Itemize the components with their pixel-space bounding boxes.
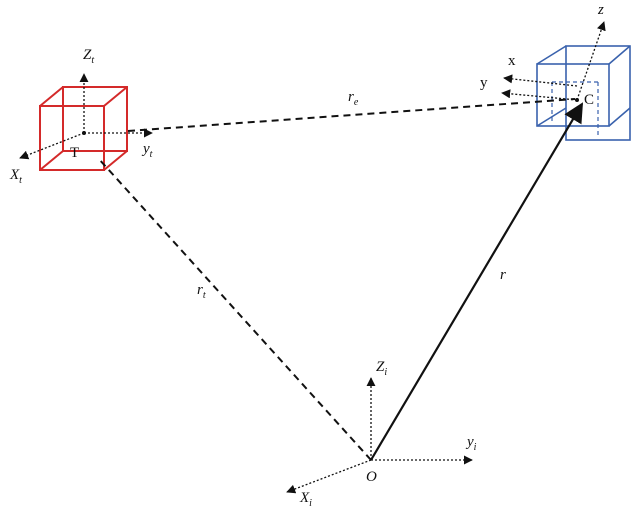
label-chaser-point: C [584,92,594,108]
label-inertial-z-main: Z [376,359,385,375]
target-cube-hidden-edges [39,87,127,171]
label-chaser-y: y [480,75,488,91]
label-inertial-y: yi [465,434,477,453]
label-r-e-sub: e [354,97,359,108]
label-inertial-x: Xi [299,490,312,509]
chaser-cube-inner [551,81,599,138]
label-r-e: re [348,89,359,108]
label-chaser-x: x [508,53,516,69]
label-origin-point: O [366,469,377,485]
label-target-y: yt [141,141,153,160]
label-chaser-z: z [597,2,604,18]
label-target-z-sub: t [91,55,94,66]
label-target-x-main: X [9,167,20,183]
label-r: r [500,267,506,283]
vector-r-e [127,98,576,132]
label-target-x: Xt [9,167,22,186]
label-target-point: T [70,145,79,161]
label-inertial-x-main: X [299,490,310,506]
label-inertial-z: Zi [376,359,387,378]
label-target-z-main: Z [83,47,92,63]
inertial-x-axis [286,459,372,494]
label-target-y-main: y [141,141,150,157]
label-r-t-main: r [197,282,203,298]
label-target-x-sub: t [19,175,22,186]
label-target-z: Zt [83,47,94,66]
label-inertial-x-sub: i [309,498,312,509]
chaser-z-axis [576,21,606,101]
label-inertial-y-sub: i [474,442,477,453]
target-x-axis [19,132,85,160]
chaser-origin-dot [575,98,579,102]
label-inertial-z-sub: i [384,367,387,378]
chaser-cube [536,45,631,141]
label-r-t: rt [197,282,206,301]
label-r-t-sub: t [203,290,206,301]
vector-r [370,102,584,461]
label-inertial-y-main: y [465,434,474,450]
target-origin-dot [82,131,86,135]
label-target-y-sub: t [150,149,153,160]
vector-r-t [97,157,372,461]
label-r-e-main: r [348,89,354,105]
chaser-x-axis [503,74,578,87]
